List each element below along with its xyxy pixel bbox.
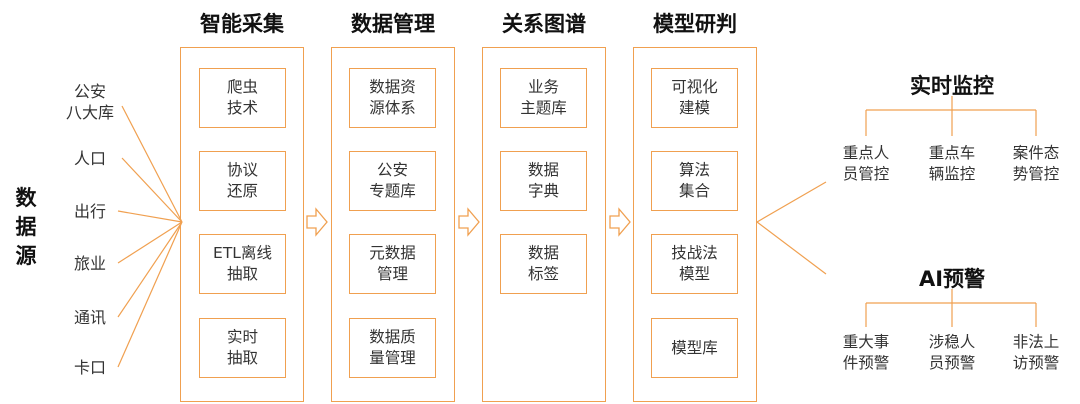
item-business-topic-db: 业务 主题库 xyxy=(500,68,587,128)
leaf-illegal-petition-alert: 非法上 访预警 xyxy=(1012,333,1060,372)
stage-column-graph xyxy=(482,47,606,402)
item-crawler: 爬虫 技术 xyxy=(199,68,286,128)
item-protocol-restore: 协议 还原 xyxy=(199,151,286,211)
stage-column-management xyxy=(331,47,455,402)
item-visual-modeling: 可视化 建模 xyxy=(651,68,738,128)
stage-arrow-1 xyxy=(306,207,328,237)
output-fan-lines xyxy=(756,181,827,275)
output-title-ai-alert: AI预警 xyxy=(918,267,986,291)
alert-tree-lines xyxy=(865,289,1037,327)
item-realtime-extract: 实时 抽取 xyxy=(199,318,286,378)
stage-arrow-2 xyxy=(458,207,480,237)
monitor-tree-lines xyxy=(865,96,1037,136)
source-hotel: 旅业 xyxy=(73,254,106,273)
item-data-dictionary: 数据 字典 xyxy=(500,151,587,211)
item-algorithm-set: 算法 集合 xyxy=(651,151,738,211)
source-population: 人口 xyxy=(73,149,106,168)
item-data-quality: 数据质 量管理 xyxy=(349,318,436,378)
stage-header-collection: 智能采集 xyxy=(200,12,284,36)
stage-column-modeling xyxy=(633,47,757,402)
leaf-key-person-control: 重点人 员管控 xyxy=(842,144,890,183)
output-title-monitoring: 实时监控 xyxy=(910,74,994,98)
stage-column-collection xyxy=(180,47,304,402)
source-checkpoint: 卡口 xyxy=(73,358,106,377)
item-resource-system: 数据资 源体系 xyxy=(349,68,436,128)
item-model-library: 模型库 xyxy=(651,318,738,378)
source-telecom: 通讯 xyxy=(73,308,106,327)
item-police-topic-db: 公安 专题库 xyxy=(349,151,436,211)
item-data-tags: 数据 标签 xyxy=(500,234,587,294)
stage-header-modeling: 模型研判 xyxy=(653,12,737,36)
item-etl-offline: ETL离线 抽取 xyxy=(199,234,286,294)
leaf-key-vehicle-monitor: 重点车 辆监控 xyxy=(928,144,976,183)
source-police-databases: 公安 八大库 xyxy=(65,82,114,122)
leaf-stability-person-alert: 涉稳人 员预警 xyxy=(928,333,976,372)
leaf-case-situation: 案件态 势管控 xyxy=(1012,144,1060,183)
source-travel: 出行 xyxy=(73,202,106,221)
item-metadata-mgmt: 元数据 管理 xyxy=(349,234,436,294)
data-source-title: 数据 源 xyxy=(15,186,37,268)
stage-header-management: 数据管理 xyxy=(351,12,435,36)
item-tactics-model: 技战法 模型 xyxy=(651,234,738,294)
stage-arrow-3 xyxy=(609,207,631,237)
leaf-major-event-alert: 重大事 件预警 xyxy=(842,333,890,372)
stage-header-graph: 关系图谱 xyxy=(502,12,586,36)
source-fan-lines xyxy=(117,105,183,368)
